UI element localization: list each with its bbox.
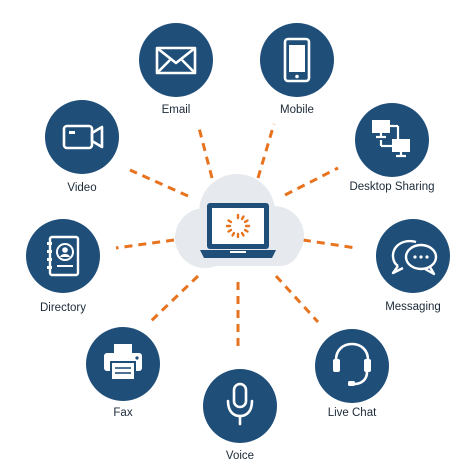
connector-messaging xyxy=(302,238,357,250)
connector-desktop-sharing xyxy=(284,166,339,197)
connector-video xyxy=(129,168,189,198)
video-circle xyxy=(45,100,119,174)
desktop-sharing-label: Desktop Sharing xyxy=(349,181,434,193)
video-label: Video xyxy=(67,182,96,194)
directory-label: Directory xyxy=(40,302,86,314)
fax-printer-icon xyxy=(104,344,142,381)
video-camera-icon xyxy=(62,124,104,150)
service-desktop-sharing[interactable]: Desktop Sharing xyxy=(349,103,435,193)
mobile-label: Mobile xyxy=(280,104,314,116)
voice-label: Voice xyxy=(226,450,254,462)
fax-label: Fax xyxy=(113,407,132,419)
connector-lines xyxy=(115,123,357,348)
live-chat-circle xyxy=(315,329,389,403)
network-monitors-icon xyxy=(372,120,410,158)
envelope-icon xyxy=(155,46,197,75)
chat-bubbles-icon xyxy=(391,239,438,276)
laptop-icon xyxy=(200,203,276,258)
messaging-circle xyxy=(376,219,450,293)
service-messaging[interactable]: Messaging xyxy=(376,219,450,313)
service-live-chat[interactable]: Live Chat xyxy=(315,329,389,419)
service-email[interactable]: Email xyxy=(139,23,213,116)
messaging-label: Messaging xyxy=(385,301,441,313)
email-circle xyxy=(139,23,213,97)
connector-email xyxy=(196,123,214,179)
headset-icon xyxy=(333,342,371,386)
connector-mobile xyxy=(256,123,276,179)
service-fax[interactable]: Fax xyxy=(86,327,160,419)
service-video[interactable]: Video xyxy=(45,100,119,194)
loading-spinner-icon xyxy=(225,213,251,239)
email-label: Email xyxy=(162,104,191,116)
center-cloud-laptop-icon xyxy=(175,174,304,268)
live-chat-label: Live Chat xyxy=(328,407,377,419)
microphone-icon xyxy=(226,382,254,426)
connector-fax xyxy=(148,274,200,324)
connector-directory xyxy=(115,238,175,250)
connector-live-chat xyxy=(274,274,320,324)
address-book-icon xyxy=(47,235,80,277)
service-directory[interactable]: Directory xyxy=(26,219,100,314)
service-voice[interactable]: Voice xyxy=(203,369,277,462)
smartphone-icon xyxy=(283,37,311,83)
service-mobile[interactable]: Mobile xyxy=(260,23,334,116)
